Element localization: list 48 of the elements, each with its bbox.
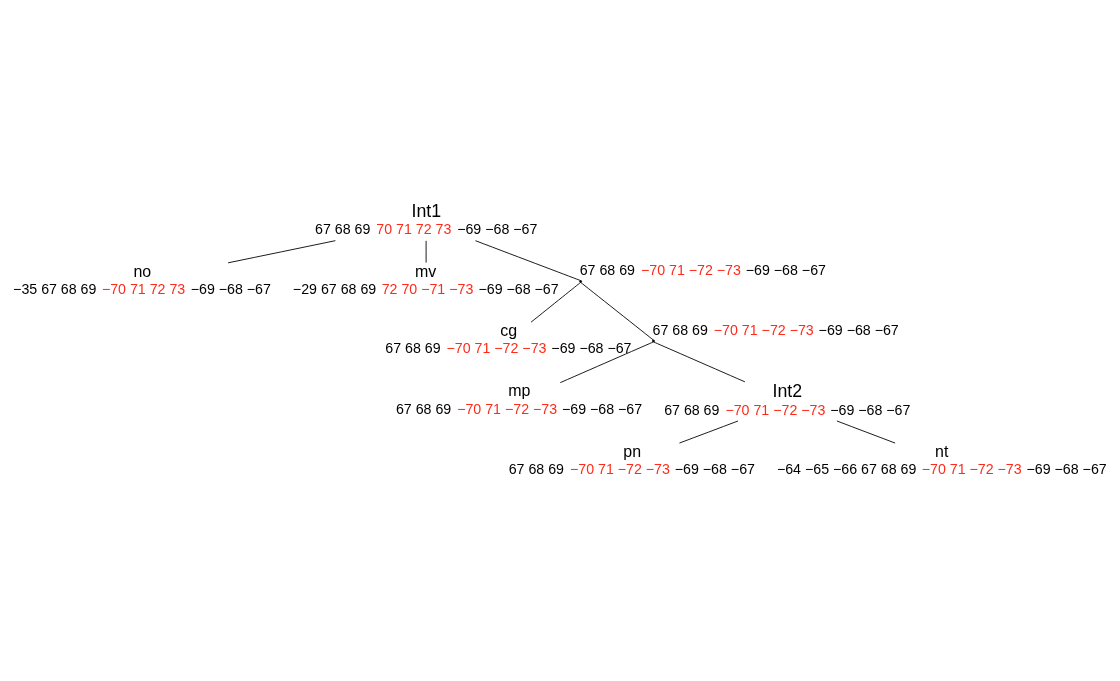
- node-label: 67 68 69: [395, 400, 452, 417]
- node-label: 72 70 −71 −73: [381, 280, 474, 297]
- node-label: 67 68 69: [579, 261, 635, 278]
- connector: [653, 341, 746, 382]
- node-text: mp: [508, 381, 531, 399]
- node-label: −69 −68 −67: [818, 321, 899, 338]
- node-label: −70 71 −72 −73: [725, 401, 826, 418]
- node-label: 67 68 69: [385, 339, 441, 356]
- node-label: −69 −68 −67: [674, 460, 755, 477]
- node-label: −69 −68 −67: [745, 261, 826, 278]
- node-label: 70 71 72 73: [376, 220, 452, 237]
- node-label: −35 67 68 69: [13, 280, 97, 297]
- node-label: 67 68 69: [652, 321, 708, 338]
- node-label: 67 68 69: [508, 460, 564, 477]
- node-point: [652, 339, 655, 342]
- connector: [679, 420, 739, 443]
- node-label: −69 −68 −67: [190, 280, 271, 297]
- node-label: −70 71 −72 −73: [921, 460, 1022, 477]
- node-label: −69 −68 −67: [457, 220, 538, 237]
- node-text: nt: [935, 442, 949, 460]
- connector: [475, 239, 581, 281]
- node-text: Int1: [411, 200, 442, 221]
- node-label: −70 71 −72 −73: [569, 460, 670, 477]
- node-label: −29 67 68 69: [292, 280, 377, 297]
- node-label: −69 −68 −67: [478, 280, 559, 297]
- node-label: −69 −68 −67: [1026, 460, 1107, 477]
- connector: [836, 420, 896, 443]
- node-label: −69 −68 −67: [562, 400, 643, 417]
- node-label: −70 71 −72 −73: [713, 321, 814, 338]
- node-label: −70 71 −72 −73: [457, 400, 558, 417]
- connector: [530, 281, 581, 323]
- connector: [227, 239, 336, 263]
- node-label: −70 71 −72 −73: [446, 339, 547, 356]
- node-text: Int2: [772, 380, 803, 401]
- node-label: −69 −68 −67: [551, 339, 632, 356]
- node-label: −69 −68 −67: [830, 401, 911, 418]
- node-label: 67 68 69: [664, 401, 720, 418]
- node-label: −70 71 −72 −73: [640, 261, 741, 278]
- node-label: −70 71 72 73: [101, 280, 186, 297]
- node-text: no: [133, 262, 152, 280]
- node-text: mv: [415, 262, 437, 280]
- connector: [559, 341, 654, 383]
- connector: [580, 281, 654, 340]
- node-label: 67 68 69: [315, 220, 371, 237]
- node-text: cg: [500, 321, 518, 339]
- node-text: pn: [623, 442, 642, 460]
- node-point: [579, 279, 583, 283]
- node-label: −64 −65 −66 67 68 69: [776, 460, 917, 477]
